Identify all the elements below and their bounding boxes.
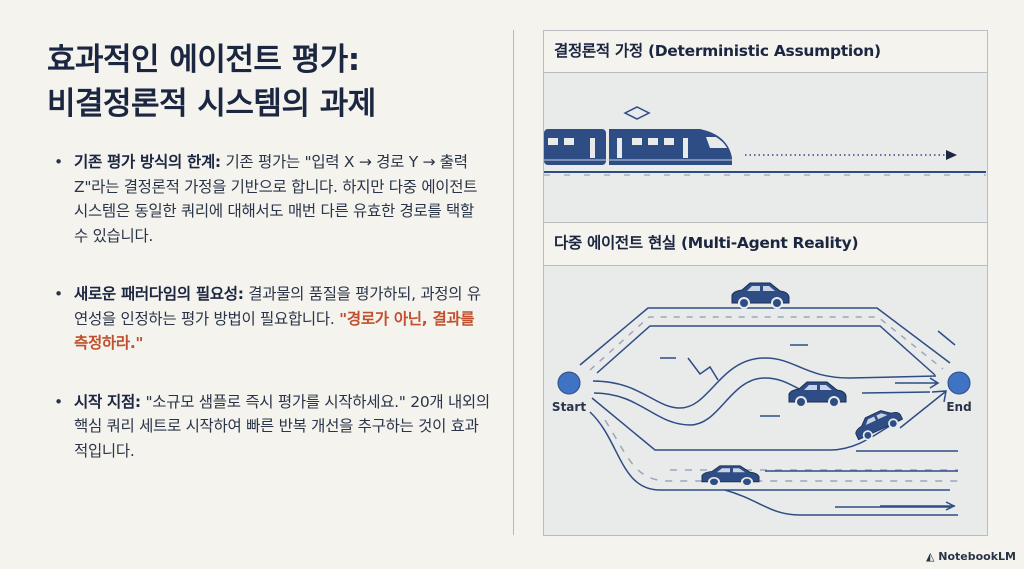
bullet-item: 시작 지점: "소규모 샘플로 즉시 평가를 시작하세요." 20개 내외의 핵… [52,390,492,464]
bullet-text: 기존 평가는 "입력 X → 경로 Y → 출력 Z"라는 결정론적 가정을 기… [74,153,478,245]
vertical-divider [513,30,514,535]
bullet-heading: 기존 평가 방식의 한계: [74,153,221,171]
deterministic-panel-title: 결정론적 가정 (Deterministic Assumption) [544,31,987,72]
bullet-text: 결과물의 품질을 평가하되, 과정의 유연성을 인정하는 평가 방법이 필요합니… [74,285,481,328]
multi-agent-illustration [544,265,987,535]
end-label: End [946,400,972,414]
deterministic-illustration [544,72,987,223]
bullet-highlight: "경로가 아닌, 결과를 측정하라." [74,309,475,353]
bullet-heading: 새로운 패러다임의 필요성: [74,285,244,303]
bullet-text: "소규모 샘플로 즉시 평가를 시작하세요." 20개 내외의 핵심 쿼리 세트… [74,392,490,460]
multi-agent-panel-title: 다중 에이전트 현실 (Multi-Agent Reality) [544,222,987,265]
bullet-heading: 시작 지점: [74,392,141,411]
bullet-list: 기존 평가 방식의 한계: 기존 평가는 "입력 X → 경로 Y → 출력 Z… [52,150,492,497]
brand-label: NotebookLM [938,550,1016,563]
bullet-item: 새로운 패러다임의 필요성: 결과물의 품질을 평가하되, 과정의 유연성을 인… [52,282,492,356]
start-label: Start [551,400,587,414]
title-line-1: 효과적인 에이전트 평가: [47,42,360,78]
notebooklm-logo-icon: ◭ [925,550,939,563]
title-line-2: 비결정론적 시스템의 과제 [47,86,376,122]
multi-agent-panel: 다중 에이전트 현실 (Multi-Agent Reality) [543,222,988,536]
brand-watermark: ◭ NotebookLM [926,550,1016,563]
page-title: 효과적인 에이전트 평가: 비결정론적 시스템의 과제 [47,38,376,126]
deterministic-panel: 결정론적 가정 (Deterministic Assumption) [543,30,988,224]
bullet-item: 기존 평가 방식의 한계: 기존 평가는 "입력 X → 경로 Y → 출력 Z… [52,150,492,248]
